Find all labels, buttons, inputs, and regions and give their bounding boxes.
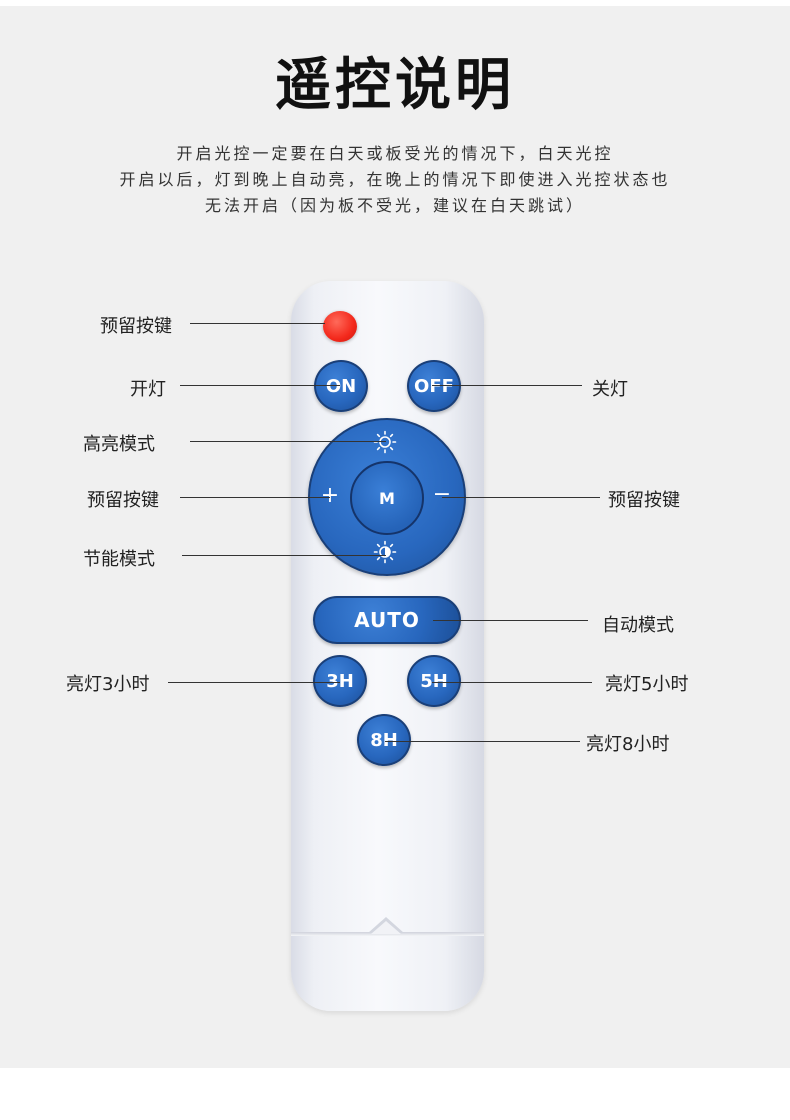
off-button[interactable]: OFF: [407, 360, 461, 412]
page-title: 遥控说明: [275, 53, 515, 118]
description-line-3: 无法开启（因为板不受光，建议在白天跳试）: [204, 196, 585, 215]
label-reserved-right: 预留按键: [608, 490, 680, 511]
leader-line-auto-mode: [433, 620, 588, 621]
8h-button[interactable]: 8H: [357, 714, 411, 766]
label-light-on: 开灯: [130, 379, 166, 400]
label-on-3h: 亮灯3小时: [66, 674, 150, 695]
leader-line-light-off: [432, 385, 582, 386]
reserved-red-button[interactable]: [323, 311, 357, 342]
sun-bright-icon[interactable]: [373, 430, 397, 454]
leader-line-reserved-right: [442, 497, 600, 498]
label-on-5h: 亮灯5小时: [605, 674, 689, 695]
leader-line-on-5h: [432, 682, 592, 683]
leader-line-on-3h: [168, 682, 340, 683]
leader-line-high-bright: [190, 441, 386, 442]
description-line-1: 开启光控一定要在白天或板受光的情况下，白天光控: [176, 144, 614, 163]
remote-battery-seam: [291, 932, 484, 936]
top-border: [0, 0, 790, 6]
label-auto-mode: 自动模式: [602, 615, 674, 636]
label-on-8h: 亮灯8小时: [586, 734, 670, 755]
m-button[interactable]: M: [350, 461, 424, 535]
label-reserved-left: 预留按键: [87, 490, 159, 511]
label-light-off: 关灯: [592, 379, 628, 400]
bottom-border: [0, 1068, 790, 1120]
on-button[interactable]: ON: [314, 360, 368, 412]
leader-line-light-on: [180, 385, 340, 386]
leader-line-reserved-top: [190, 323, 325, 324]
3h-button[interactable]: 3H: [313, 655, 367, 707]
description-line-2: 开启以后，灯到晚上自动亮，在晚上的情况下即使进入光控状态也: [119, 170, 671, 189]
label-high-bright: 高亮模式: [83, 434, 155, 455]
sun-half-icon[interactable]: [373, 540, 397, 564]
leader-line-eco: [182, 555, 386, 556]
label-reserved-top: 预留按键: [100, 316, 172, 337]
plus-button[interactable]: +: [320, 483, 340, 508]
leader-line-reserved-left: [180, 497, 330, 498]
minus-button[interactable]: −: [432, 482, 452, 507]
remote-notch-inner: [371, 921, 401, 934]
leader-line-on-8h: [385, 741, 580, 742]
5h-button[interactable]: 5H: [407, 655, 461, 707]
label-eco: 节能模式: [83, 549, 155, 570]
